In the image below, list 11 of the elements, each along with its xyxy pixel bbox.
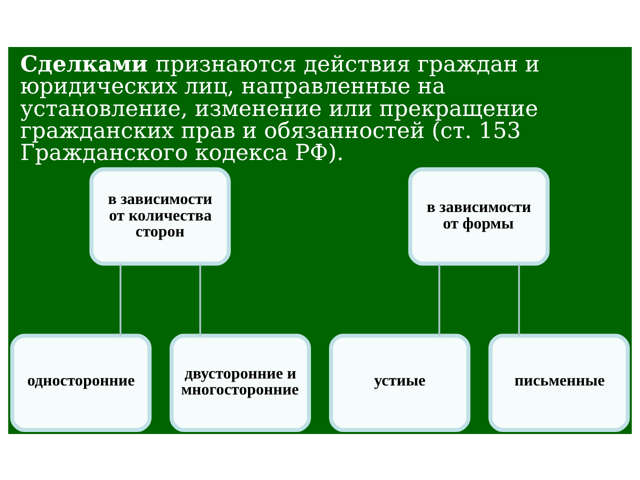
connector: [438, 263, 440, 335]
node-box: устиые: [329, 333, 470, 432]
connector: [120, 263, 122, 335]
node-box: в зависимости от формы: [408, 166, 550, 266]
connector: [518, 263, 520, 335]
diagram-title: Сделками признаются действия граждан и юридических лиц, направленные на установление, изменение или прекращение гражданских прав и обязанностей (ст. 153 Гражданского кодекса РФ).: [20, 51, 540, 166]
node-box: двусторонние и многосторонние: [170, 333, 311, 432]
node-box: односторонние: [10, 333, 152, 432]
connector: [199, 263, 202, 335]
node-box: письменные: [488, 333, 630, 432]
node-box: в зависимости от количества сторон: [89, 166, 231, 266]
